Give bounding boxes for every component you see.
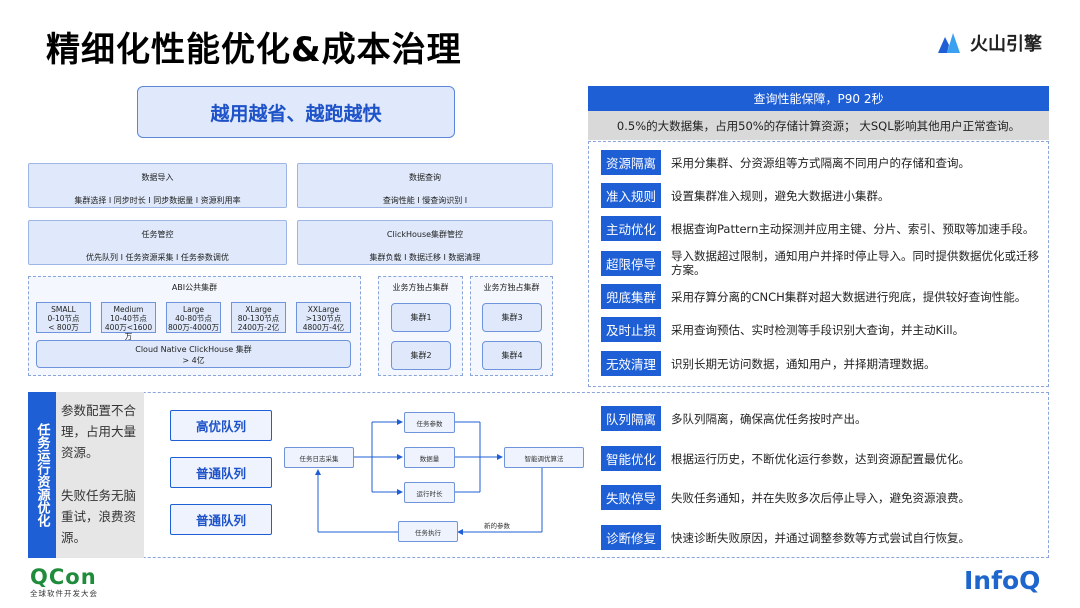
card-sub: 查询性能 I 慢查询识别 I <box>382 196 468 205</box>
slogan-box: 越用越省、越跑越快 <box>137 86 455 138</box>
card-title: 数据导入 <box>141 173 174 182</box>
cluster-2: 集群2 <box>391 341 451 370</box>
measure-tag: 准入规则 <box>601 183 661 208</box>
measure-tag: 主动优化 <box>601 216 661 241</box>
task-control-card: 任务管控 优先队列 I 任务资源采集 I 任务参数调优 <box>28 220 287 265</box>
measure-row: 资源隔离 采用分集群、分资源组等方式隔离不同用户的存储和查询。 <box>601 150 1043 175</box>
measure-tag: 及时止损 <box>601 317 661 342</box>
data-import-card: 数据导入 集群选择 I 同步时长 I 同步数据量 I 资源利用率 <box>28 163 287 208</box>
measure-row: 超限停导 导入数据超过限制，通知用户并择时停止导入。同时提供数据优化或迁移方案。 <box>601 249 1043 277</box>
task-problem-2: 失败任务无脑重试，浪费资源。 <box>61 488 137 545</box>
measure-row: 及时止损 采用查询预估、实时检测等手段识别大查询，并主动Kill。 <box>601 317 1043 342</box>
card-sub: 集群负载 I 数据迁移 I 数据清理 <box>369 253 481 262</box>
measure-row: 无效清理 识别长期无访问数据，通知用户，并择期清理数据。 <box>601 351 1043 376</box>
query-problem-statement: 0.5%的大数据集，占用50%的存储计算资源； 大SQL影响其他用户正常查询。 <box>588 111 1049 140</box>
task-measure-row: 智能优化 根据运行历史，不断优化运行参数，达到资源配置最优化。 <box>601 446 1043 471</box>
task-measure-tag: 失败停导 <box>601 485 661 510</box>
normal-queue: 普通队列 <box>170 504 272 535</box>
data-query-card: 数据查询 查询性能 I 慢查询识别 I <box>297 163 553 208</box>
cluster-1: 集群1 <box>391 303 451 332</box>
task-problem-box: 参数配置不合理，占用大量资源。 失败任务无脑重试，浪费资源。 <box>56 392 144 558</box>
exclusive-cluster-title: 业务方独占集群 <box>483 283 540 292</box>
cloud-native-cluster: Cloud Native ClickHouse 集群> 4亿 <box>36 340 351 368</box>
measure-row: 准入规则 设置集群准入规则，避免大数据进小集群。 <box>601 183 1043 208</box>
flow-task-params: 任务参数 <box>404 412 455 433</box>
task-measure-tag: 智能优化 <box>601 446 661 471</box>
volcano-icon <box>938 33 960 53</box>
measure-tag: 资源隔离 <box>601 150 661 175</box>
clickhouse-control-card: ClickHouse集群管控 集群负载 I 数据迁移 I 数据清理 <box>297 220 553 265</box>
query-guarantee-header: 查询性能保障，P90 2秒 <box>588 86 1049 111</box>
measure-desc: 根据查询Pattern主动探测并应用主键、分片、索引、预取等加速手段。 <box>671 221 1035 236</box>
flow-data-volume: 数据量 <box>404 447 455 468</box>
measure-desc: 采用分集群、分资源组等方式隔离不同用户的存储和查询。 <box>671 155 970 170</box>
page-title: 精细化性能优化&成本治理 <box>46 30 462 70</box>
card-title: 任务管控 <box>141 230 174 239</box>
task-measure-desc: 多队列隔离，确保高优任务按时产出。 <box>671 411 867 426</box>
measure-desc: 设置集群准入规则，避免大数据进小集群。 <box>671 188 890 203</box>
abi-cluster-title: ABI公共集群 <box>171 283 218 292</box>
task-measure-row: 失败停导 失败任务通知，并在失败多次后停止导入，避免资源浪费。 <box>601 485 1043 510</box>
task-measure-tag: 队列隔离 <box>601 406 661 431</box>
exclusive-cluster-title: 业务方独占集群 <box>392 283 449 292</box>
tuning-flow-connectors <box>315 419 543 535</box>
measure-tag: 兜底集群 <box>601 284 661 309</box>
task-measure-desc: 根据运行历史，不断优化运行参数，达到资源配置最优化。 <box>671 451 970 466</box>
measure-row: 兜底集群 采用存算分离的CNCH集群对超大数据进行兜底，提供较好查询性能。 <box>601 284 1043 309</box>
measure-tag: 无效清理 <box>601 351 661 376</box>
qcon-logo: QCon 全球软件开发大会 <box>30 566 98 599</box>
flow-tuning-algorithm: 智能调优算法 <box>504 447 584 468</box>
task-measure-desc: 快速诊断失败原因，并通过调整参数等方式尝试自行恢复。 <box>671 530 970 545</box>
measure-tag: 超限停导 <box>601 250 661 276</box>
measure-desc: 采用查询预估、实时检测等手段识别大查询，并主动Kill。 <box>671 322 965 337</box>
high-priority-queue: 高优队列 <box>170 410 272 441</box>
brand-name: 火山引擎 <box>970 34 1042 55</box>
card-sub: 优先队列 I 任务资源采集 I 任务参数调优 <box>86 253 229 262</box>
flow-log-collection: 任务日志采集 <box>284 447 354 468</box>
measure-desc: 导入数据超过限制，通知用户并择时停止导入。同时提供数据优化或迁移方案。 <box>671 249 1039 277</box>
query-measures-panel <box>588 141 1049 387</box>
infoq-logo: InfoQ <box>964 566 1041 595</box>
task-measure-tag: 诊断修复 <box>601 525 661 550</box>
qcon-subtitle: 全球软件开发大会 <box>30 589 98 598</box>
measure-desc: 采用存算分离的CNCH集群对超大数据进行兜底，提供较好查询性能。 <box>671 289 1027 304</box>
task-section-title: 任务运行资源优化 <box>28 392 56 558</box>
qcon-wordmark: QCon <box>30 565 97 589</box>
task-measure-row: 队列隔离 多队列隔离，确保高优任务按时产出。 <box>601 406 1043 431</box>
cluster-4: 集群4 <box>482 341 542 370</box>
card-sub: 集群选择 I 同步时长 I 同步数据量 I 资源利用率 <box>74 196 241 205</box>
task-measure-desc: 失败任务通知，并在失败多次后停止导入，避免资源浪费。 <box>671 490 970 505</box>
card-title: ClickHouse集群管控 <box>386 230 464 239</box>
cluster-3: 集群3 <box>482 303 542 332</box>
brand-logo: 火山引擎 <box>936 30 1042 56</box>
flow-new-params-label: 新的参数 <box>484 522 510 530</box>
measure-row: 主动优化 根据查询Pattern主动探测并应用主键、分片、索引、预取等加速手段。 <box>601 216 1043 241</box>
task-measure-row: 诊断修复 快速诊断失败原因，并通过调整参数等方式尝试自行恢复。 <box>601 525 1043 550</box>
flow-runtime: 运行时长 <box>404 482 455 503</box>
task-problem-1: 参数配置不合理，占用大量资源。 <box>61 403 137 460</box>
measure-desc: 识别长期无访问数据，通知用户，并择期清理数据。 <box>671 356 936 371</box>
normal-queue: 普通队列 <box>170 457 272 488</box>
card-title: 数据查询 <box>409 173 441 182</box>
flow-task-execution: 任务执行 <box>398 521 458 542</box>
